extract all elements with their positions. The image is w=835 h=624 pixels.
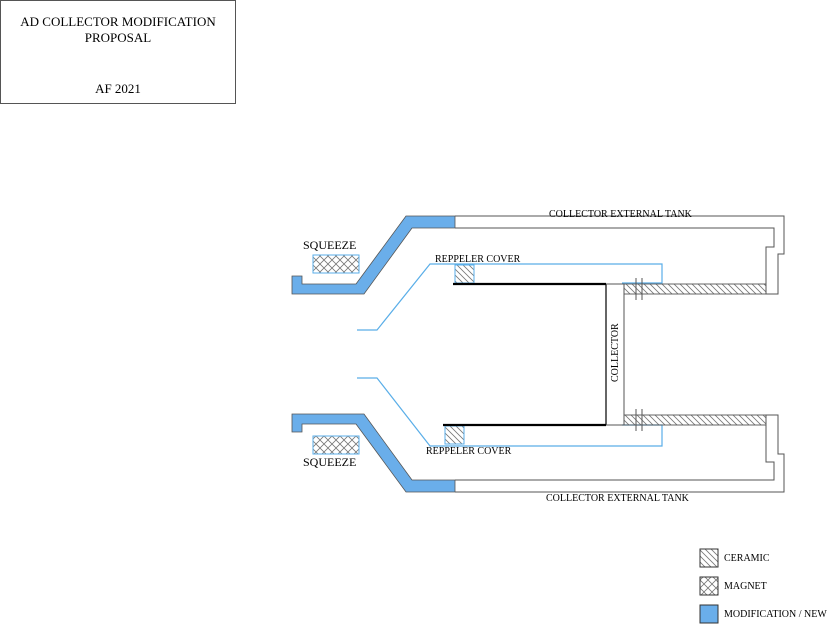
title-line-1: AD COLLECTOR MODIFICATION <box>20 14 216 29</box>
magnet-swatch <box>699 576 719 596</box>
insulator-ticks <box>635 278 643 431</box>
label-tank-top: COLLECTOR EXTERNAL TANK <box>549 209 693 220</box>
legend-item-modification: MODIFICATION / NEW <box>699 604 827 624</box>
legend-label-ceramic: CERAMIC <box>724 553 770 564</box>
label-collector: COLLECTOR <box>610 323 621 382</box>
legend-item-ceramic: CERAMIC <box>699 548 770 568</box>
ceramic-swatch <box>699 548 719 568</box>
collector-support <box>606 283 625 426</box>
reppeler-ceramic-top <box>454 264 475 284</box>
label-squeeze-bottom: SQUEEZE <box>303 455 356 469</box>
reppeler-cover-bottom <box>357 377 663 447</box>
modification-swatch <box>699 604 719 624</box>
label-reppeler-top: REPPELER COVER <box>435 254 521 265</box>
label-squeeze-top: SQUEEZE <box>303 238 356 252</box>
legend-item-magnet: MAGNET <box>699 576 767 596</box>
ceramic-insulator-bottom <box>623 414 767 426</box>
modification-top-flange <box>291 215 456 295</box>
label-tank-bottom: COLLECTOR EXTERNAL TANK <box>546 493 690 504</box>
external-tank-bottom <box>455 414 785 493</box>
reppeler-cover-top <box>357 263 663 331</box>
legend-label-magnet: MAGNET <box>724 581 767 592</box>
legend-label-modification: MODIFICATION / NEW <box>724 609 827 620</box>
legend: CERAMIC MAGNET MODIFICATION / NEW <box>699 548 827 624</box>
squeeze-magnet-top <box>312 254 360 274</box>
label-reppeler-bottom: REPPELER COVER <box>426 446 512 457</box>
author-date: AF 2021 <box>95 81 141 96</box>
ceramic-insulator-top <box>623 283 767 295</box>
reppeler-ceramic-bottom <box>444 425 465 445</box>
squeeze-magnet-bottom <box>312 435 360 455</box>
title-block: AD COLLECTOR MODIFICATION PROPOSAL AF 20… <box>0 0 236 104</box>
external-tank-top <box>455 215 785 295</box>
title-line-2: PROPOSAL <box>84 30 152 45</box>
modification-bottom-flange <box>291 413 456 493</box>
collector-body <box>443 282 607 427</box>
